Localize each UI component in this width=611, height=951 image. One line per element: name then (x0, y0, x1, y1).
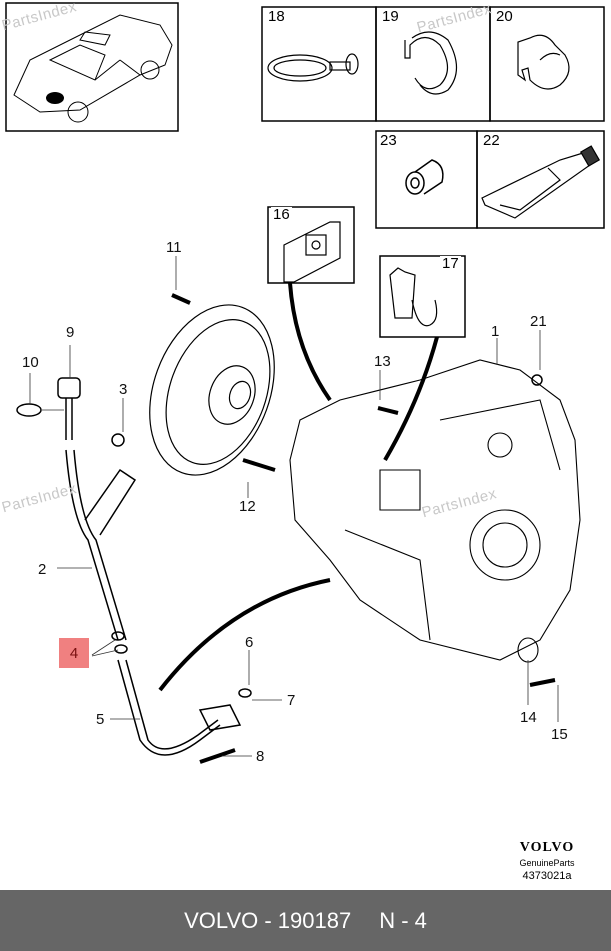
cable-tie-icon (267, 53, 359, 82)
position-reference: N - 4 (379, 907, 427, 933)
callout-12[interactable]: 12 (239, 498, 256, 515)
diagram-drawing (5, 2, 605, 764)
bracket-pad-icon (283, 221, 341, 283)
brand-block: VOLVO GenuineParts 4373021a (512, 840, 582, 882)
hose-clamp-icon (404, 31, 458, 95)
callout-1[interactable]: 1 (491, 323, 500, 340)
drawing-number: 4373021a (522, 870, 572, 882)
reference-arrows (158, 282, 439, 692)
sleeve-icon (405, 159, 444, 195)
nut-3-icon (111, 433, 125, 447)
box-label-23: 23 (378, 132, 399, 149)
box-label-22: 22 (481, 132, 502, 149)
parts-box-17 (379, 255, 466, 338)
bolt-11-icon (171, 293, 191, 305)
bolt-12-icon (242, 458, 276, 472)
volvo-logo: VOLVO (519, 840, 575, 855)
callout-8[interactable]: 8 (256, 748, 265, 765)
brand-subtitle: GenuineParts (519, 858, 575, 868)
car-overview (5, 2, 179, 132)
part-reference: VOLVO - 190187 (184, 907, 352, 933)
callout-4-highlight[interactable]: 4 (59, 638, 89, 668)
callout-5[interactable]: 5 (96, 711, 105, 728)
callout-2[interactable]: 2 (38, 561, 47, 578)
spring-clip-icon (517, 34, 570, 90)
callout-13[interactable]: 13 (374, 353, 391, 370)
callout-21[interactable]: 21 (530, 313, 547, 330)
callout-7[interactable]: 7 (287, 692, 296, 709)
dipstick-tube (16, 293, 556, 764)
box-label-20: 20 (494, 8, 515, 25)
sealant-tube-icon (481, 145, 601, 219)
o-ring-4b-icon (114, 644, 128, 654)
bolt-13-icon (377, 406, 399, 415)
washer-7-icon (238, 688, 252, 698)
cable-holder-clip-icon (389, 267, 438, 327)
location-marker-icon (46, 92, 64, 104)
callout-9[interactable]: 9 (66, 324, 75, 341)
o-ring-4a-icon (111, 631, 125, 641)
callout-15[interactable]: 15 (551, 726, 568, 743)
callout-6[interactable]: 6 (245, 634, 254, 651)
box-label-18: 18 (266, 8, 287, 25)
leader-lines (29, 256, 559, 757)
callout-14[interactable]: 14 (520, 709, 537, 726)
bolt-15-icon (529, 678, 556, 687)
o-ring-10-icon (16, 403, 42, 417)
callout-11[interactable]: 11 (166, 239, 182, 256)
parts-diagram: 18 19 20 23 22 16 17 1 2 3 4 5 6 7 8 9 1… (0, 0, 605, 882)
footer-bar: VOLVO - 190187 N - 4 (0, 890, 611, 951)
parts-box-row-1 (261, 6, 605, 122)
nut-21-icon (531, 374, 543, 386)
callout-10[interactable]: 10 (22, 354, 39, 371)
parts-box-16 (267, 206, 355, 284)
callout-4[interactable]: 4 (69, 645, 79, 662)
torque-converter (149, 304, 275, 476)
box-label-19: 19 (380, 8, 401, 25)
box-label-16: 16 (271, 206, 292, 223)
box-label-17: 17 (440, 255, 461, 272)
callout-3[interactable]: 3 (119, 381, 128, 398)
parts-box-row-2 (375, 130, 605, 229)
